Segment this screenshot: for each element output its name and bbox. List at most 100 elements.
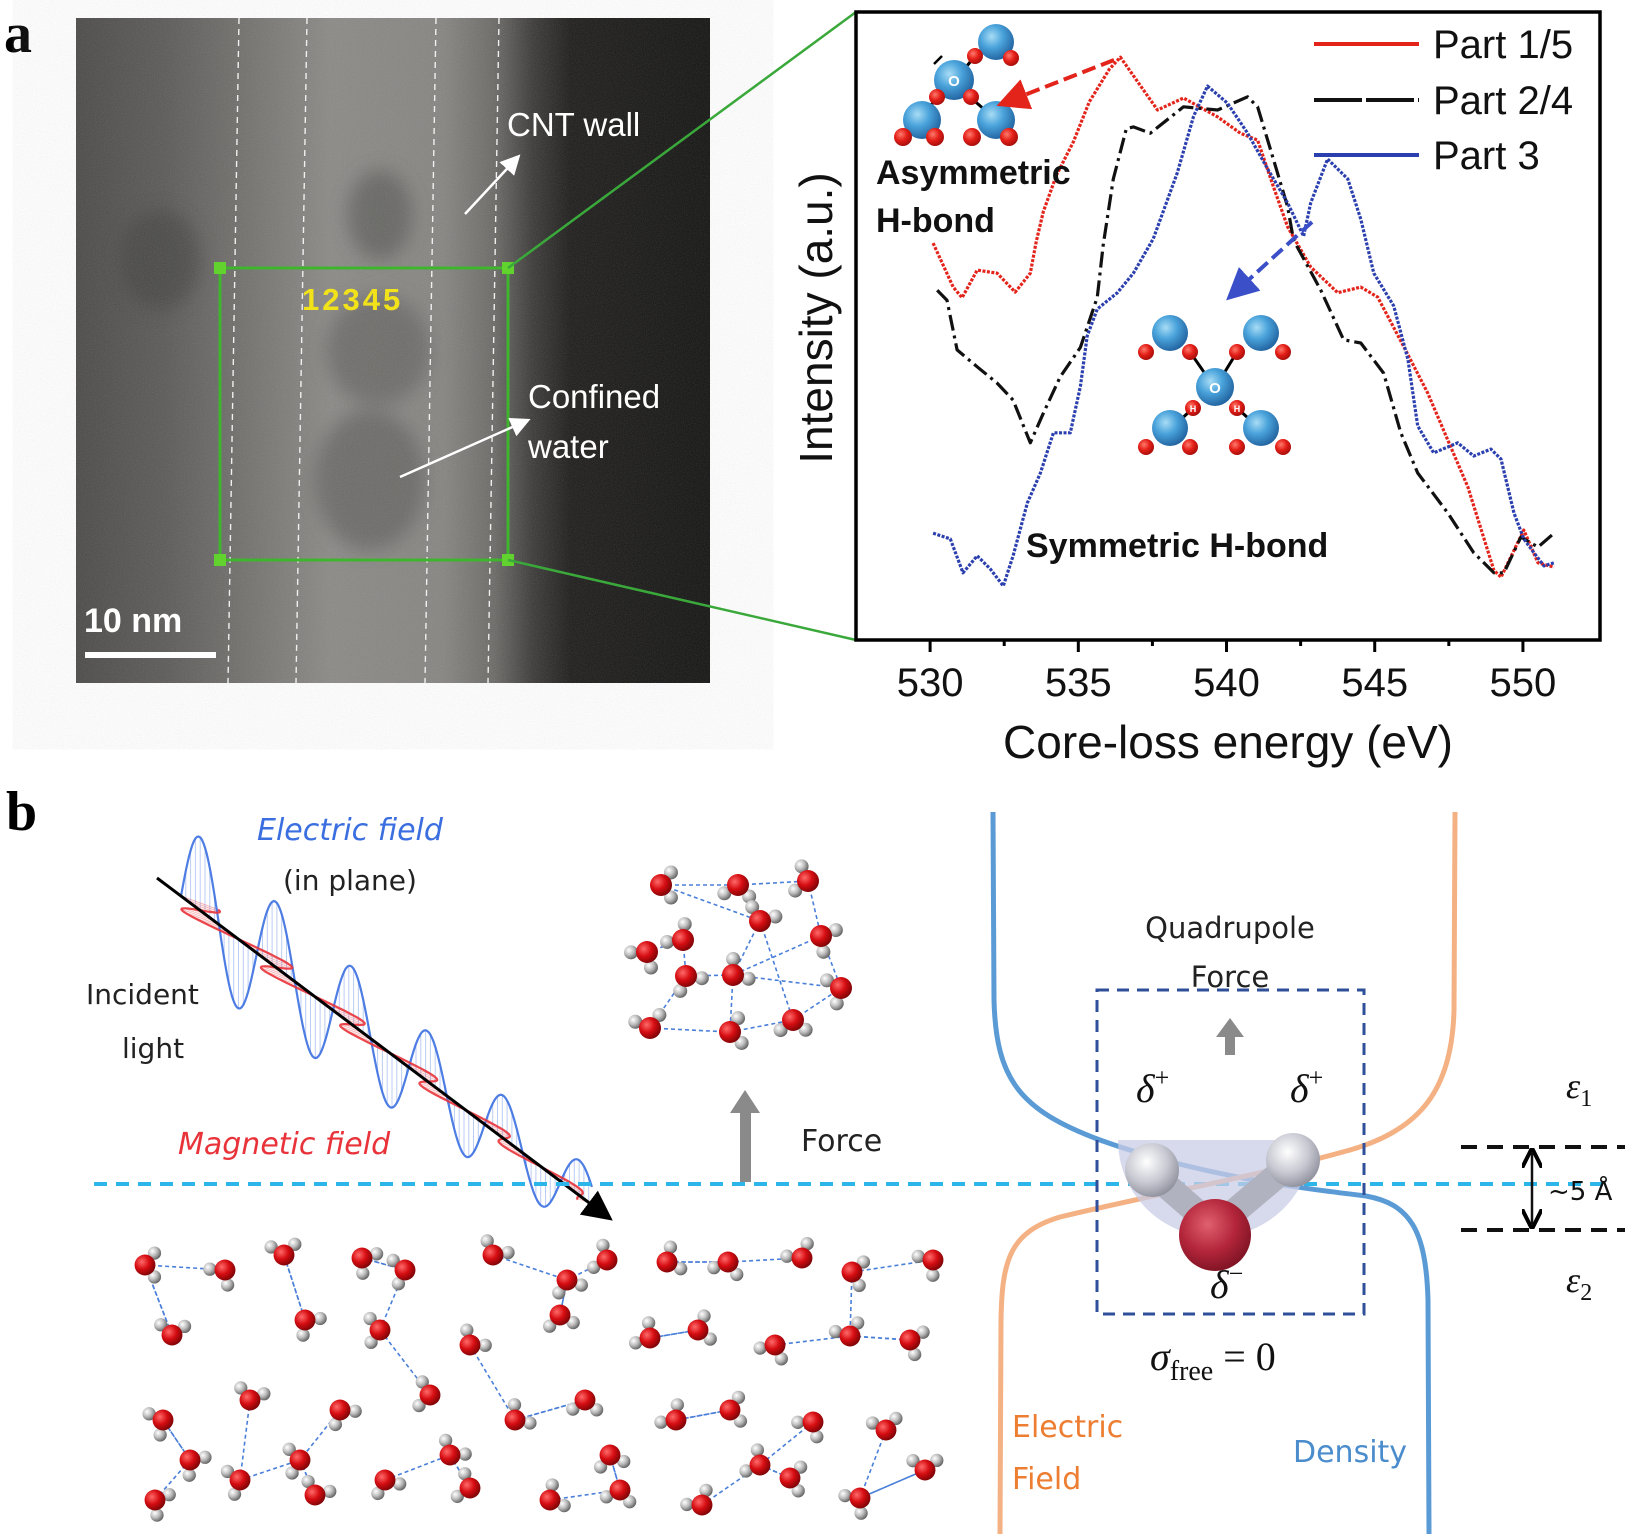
hydrogen-bond [727, 1257, 803, 1263]
hydrogen-bond [514, 1399, 586, 1421]
electric-field-fill [185, 837, 590, 1207]
bulk-water-network [134, 1234, 944, 1522]
incident-light-arrow [156, 876, 613, 1221]
selection-rectangle[interactable] [218, 266, 510, 562]
region-numbers: 12345 [302, 282, 403, 317]
water-molecule [722, 952, 756, 986]
hydrogen-bond [469, 1344, 516, 1421]
electric-field-curve-label-line2: Field [1012, 1462, 1081, 1497]
x-tick-label: 530 [897, 661, 964, 705]
y-axis-label: Intensity (a.u.) [790, 172, 842, 463]
in-plane-label: (in plane) [283, 864, 417, 897]
cnt-wall-arrow [464, 154, 521, 215]
water-molecule [680, 1483, 713, 1516]
water-molecule [328, 1399, 362, 1432]
hydrogen-bond [732, 935, 822, 976]
interfacial-water-molecule [1118, 1133, 1320, 1271]
water-molecule [294, 1309, 327, 1342]
water-molecule [566, 1389, 604, 1417]
delta-plus-right: δ+ [1290, 1063, 1323, 1111]
asymmetric-hbond-molecule: O [894, 24, 1019, 146]
hydrogen-bond [859, 1429, 887, 1499]
box-handle[interactable] [214, 554, 226, 566]
water-molecule [264, 1237, 302, 1266]
electric-field-label: Electric field [257, 813, 444, 848]
box-handle[interactable] [214, 262, 226, 274]
hydrogen-bond [660, 884, 761, 922]
electromagnetic-wave [179, 835, 593, 1208]
water-molecule [450, 1467, 481, 1504]
force-label: Force [801, 1124, 882, 1159]
x-tick-label: 545 [1341, 661, 1408, 705]
water-molecule [504, 1398, 537, 1431]
confined-water-label-line2: water [527, 428, 609, 465]
force-arrow [730, 1090, 760, 1182]
hydrogen-bond [379, 1269, 406, 1331]
water-molecule [628, 1008, 667, 1039]
water-molecule [351, 1247, 384, 1280]
water-molecule [459, 1323, 492, 1356]
hydrogen-bond [759, 920, 794, 1021]
water-molecule [599, 1479, 637, 1509]
hydrogen-bond [283, 1254, 306, 1321]
panel-label-b: b [6, 781, 37, 843]
electric-field-wave [179, 835, 593, 1208]
quadrupole-label-line2: Force [1191, 960, 1269, 994]
region-dividers [227, 17, 500, 684]
atom-label: O [948, 73, 960, 90]
asymmetric-label-line1: Asymmetric [876, 154, 1071, 192]
water-molecule [142, 1407, 174, 1442]
symmetric-label: Symmetric H-bond [1026, 527, 1328, 565]
oxygen-atom [1179, 1199, 1251, 1271]
water-molecule [899, 1325, 930, 1362]
stem-micrograph: 12345 CNT wall Confined water 10 nm [76, 17, 710, 684]
hydrogen-atom [1266, 1133, 1320, 1187]
water-molecule [650, 865, 678, 905]
delta-minus: δ− [1210, 1259, 1243, 1307]
water-molecule [386, 1253, 416, 1291]
atom-label: O [1209, 380, 1221, 397]
water-molecule [371, 1469, 407, 1501]
hydrogen-bond [384, 1454, 451, 1481]
density-curve-label: Density [1293, 1435, 1407, 1470]
electric-field-curve-label-line1: Electric [1012, 1410, 1123, 1445]
water-molecule [220, 1464, 251, 1501]
x-axis-ticks [928, 640, 1525, 652]
legend-label: Part 3 [1433, 134, 1540, 178]
water-molecule [739, 1443, 771, 1478]
hydrogen-bond [239, 1459, 301, 1481]
water-molecule [654, 1398, 687, 1431]
water-molecule [628, 1316, 661, 1350]
water-molecule [779, 1460, 808, 1498]
surface-water-cluster [624, 859, 852, 1050]
water-molecule [838, 1487, 871, 1520]
magnetic-field-label: Magnetic field [178, 1127, 391, 1162]
atom-label: H [1190, 404, 1197, 414]
scale-bar-label: 10 nm [84, 602, 182, 640]
magnetic-field-wave [180, 907, 584, 1201]
water-molecule [301, 1474, 337, 1506]
panel-label-a: a [4, 3, 32, 65]
water-molecule [660, 917, 694, 951]
divider-line [424, 17, 437, 684]
hydrogen-bond [144, 1264, 173, 1336]
water-molecule [906, 1453, 944, 1481]
hydrogen-bond [759, 1421, 814, 1466]
zoom-connector-bottom [507, 558, 857, 642]
water-molecule [282, 1442, 311, 1480]
water-molecule [819, 973, 852, 1011]
water-molecule [788, 859, 819, 898]
water-molecule [719, 1011, 749, 1050]
incident-label-line1: Incident [86, 978, 199, 1011]
confined-water-arrow [399, 417, 531, 479]
water-molecule [412, 1375, 441, 1413]
water-molecule [745, 900, 783, 932]
confined-water-label-line1: Confined [528, 378, 660, 415]
water-molecule [773, 1009, 813, 1038]
cnt-wall-label: CNT wall [507, 106, 640, 143]
divider-line [487, 17, 500, 684]
